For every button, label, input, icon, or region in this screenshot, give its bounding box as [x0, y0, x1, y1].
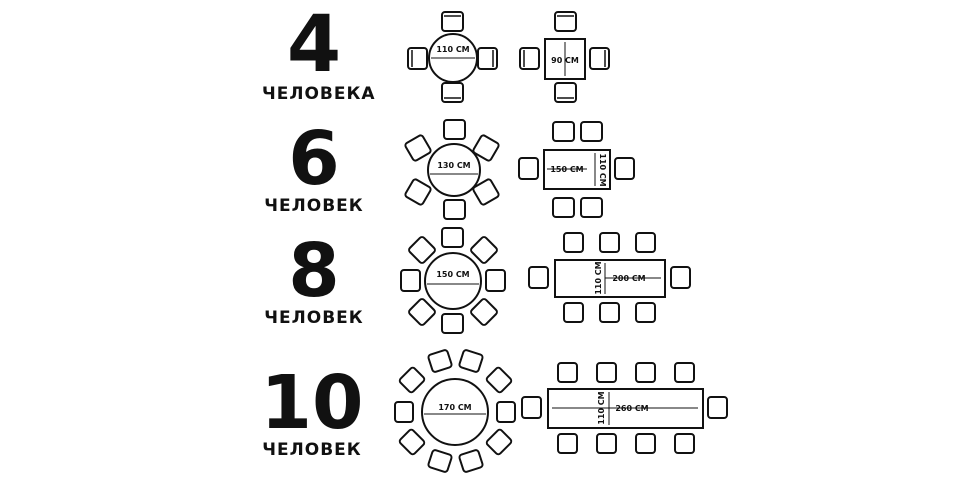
round-table-diagram: 150 CM [400, 227, 506, 334]
chair [470, 236, 498, 264]
chair [518, 157, 539, 180]
chair [635, 433, 656, 454]
chair [458, 349, 484, 373]
round-diameter: 150 CM [436, 270, 469, 279]
chair [589, 47, 610, 70]
chair [441, 227, 464, 248]
people-count: 8 [288, 228, 340, 314]
round-table-diagram: 110 CM [407, 11, 498, 103]
row-label: 8 ЧЕЛОВЕК [262, 234, 366, 328]
chair [404, 178, 432, 206]
chair [563, 232, 584, 253]
chair [674, 433, 695, 454]
chair [427, 449, 453, 473]
round-table [424, 252, 482, 310]
table-width: 110 CM [598, 153, 607, 186]
table-width: 110 CM [597, 391, 606, 424]
round-diameter: 170 CM [438, 403, 471, 412]
chair [614, 157, 635, 180]
chair [485, 366, 513, 394]
people-count: 10 [260, 360, 364, 446]
chair [408, 298, 436, 326]
row-4-people: 4 ЧЕЛОВЕКА 110 CM 90 CM [0, 0, 960, 110]
chair [554, 11, 577, 32]
chair [443, 199, 466, 220]
chair [443, 119, 466, 140]
row-label: 4 ЧЕЛОВЕКА [262, 0, 376, 104]
people-word: ЧЕЛОВЕК [264, 308, 364, 328]
round-table [427, 143, 481, 197]
chair [407, 47, 428, 70]
chair [472, 178, 500, 206]
table-length: 260 CM [615, 404, 648, 413]
rect-table-diagram: 110 CM 200 CM [528, 232, 691, 323]
chair [552, 121, 575, 142]
chair [519, 47, 540, 70]
chair [554, 82, 577, 103]
chair [470, 298, 498, 326]
people-count: 6 [288, 116, 340, 202]
chair [557, 362, 578, 383]
chair [707, 396, 728, 419]
table-length: 200 CM [612, 274, 645, 283]
rect-table-diagram: 150 CM 110 CM [518, 121, 635, 218]
chair [596, 362, 617, 383]
chair [485, 269, 506, 292]
chair [552, 197, 575, 218]
table-length: 150 CM [550, 165, 583, 174]
chair [674, 362, 695, 383]
chair [458, 449, 484, 473]
chair [563, 302, 584, 323]
chair [596, 433, 617, 454]
chair [496, 401, 516, 423]
chair [400, 269, 421, 292]
people-word: ЧЕЛОВЕК [262, 440, 362, 460]
row-6-people: 6 ЧЕЛОВЕК 130 CM 150 CM 110 CM [0, 112, 960, 224]
chair [427, 349, 453, 373]
chair [599, 232, 620, 253]
rect-table-diagram: 90 CM [519, 11, 610, 103]
chair [441, 313, 464, 334]
chair [557, 433, 578, 454]
table-width: 110 CM [594, 261, 603, 294]
chair [472, 134, 500, 162]
chair [670, 266, 691, 289]
chair [599, 302, 620, 323]
round-table [421, 378, 489, 446]
chair [441, 11, 464, 32]
round-diameter: 110 CM [436, 45, 469, 54]
chair [485, 428, 513, 456]
people-word: ЧЕЛОВЕК [264, 196, 364, 216]
round-table-diagram: 130 CM [404, 119, 500, 220]
row-label: 10 ЧЕЛОВЕК [252, 366, 372, 460]
chair [635, 362, 656, 383]
chair [580, 121, 603, 142]
row-8-people: 8 ЧЕЛОВЕК 150 CM 110 CM 200 CM [0, 224, 960, 336]
rect-table-diagram: 110 CM 260 CM [521, 362, 728, 454]
chair [441, 82, 464, 103]
chair [394, 401, 414, 423]
chair [635, 302, 656, 323]
chair [477, 47, 498, 70]
square-side: 90 CM [551, 56, 579, 65]
chair [408, 236, 436, 264]
people-word: ЧЕЛОВЕКА [262, 84, 376, 104]
chair [635, 232, 656, 253]
chair [404, 134, 432, 162]
chair [398, 366, 426, 394]
chair [521, 396, 542, 419]
row-10-people: 10 ЧЕЛОВЕК 170 CM 110 CM 260 CM [0, 340, 960, 480]
chair [528, 266, 549, 289]
round-diameter: 130 CM [437, 161, 470, 170]
round-table-diagram: 170 CM [394, 349, 516, 473]
row-label: 6 ЧЕЛОВЕК [262, 122, 366, 216]
chair [398, 428, 426, 456]
people-count: 4 [286, 0, 342, 90]
chair [580, 197, 603, 218]
